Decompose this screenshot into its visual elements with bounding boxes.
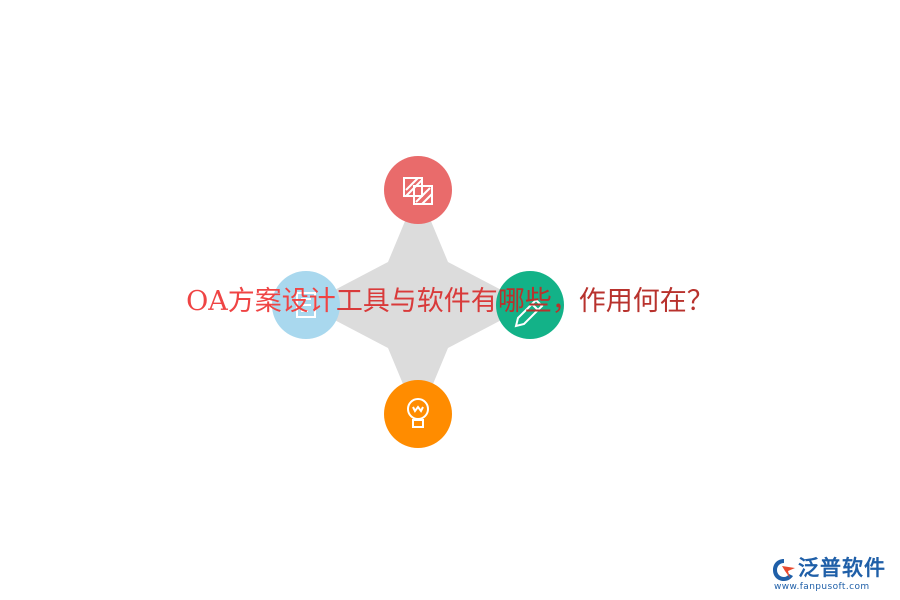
node-left: [272, 271, 340, 339]
title-part-2: 工具与软件有: [335, 286, 498, 317]
center-star-shape: [306, 190, 530, 420]
page-title: OA方案设计工具与软件有哪些，作用何在？: [0, 282, 900, 322]
node-right: [496, 271, 564, 339]
title-part-1: OA方案设计: [186, 286, 336, 317]
node-bottom: [384, 380, 452, 448]
brand-logo: 泛普软件 www.fanpusoft.com: [770, 554, 894, 594]
title-part-3: 哪些，作用何在？: [497, 286, 714, 317]
brand-url: www.fanpusoft.com: [774, 582, 870, 592]
lightbulb-icon: [407, 398, 429, 428]
document-icon: [296, 292, 316, 318]
brand-mark-icon: [773, 559, 795, 581]
layers-stack-icon: [403, 177, 433, 205]
brand-name: 泛普软件: [798, 556, 886, 580]
pencil-icon: [514, 298, 544, 328]
node-top: [384, 156, 452, 224]
